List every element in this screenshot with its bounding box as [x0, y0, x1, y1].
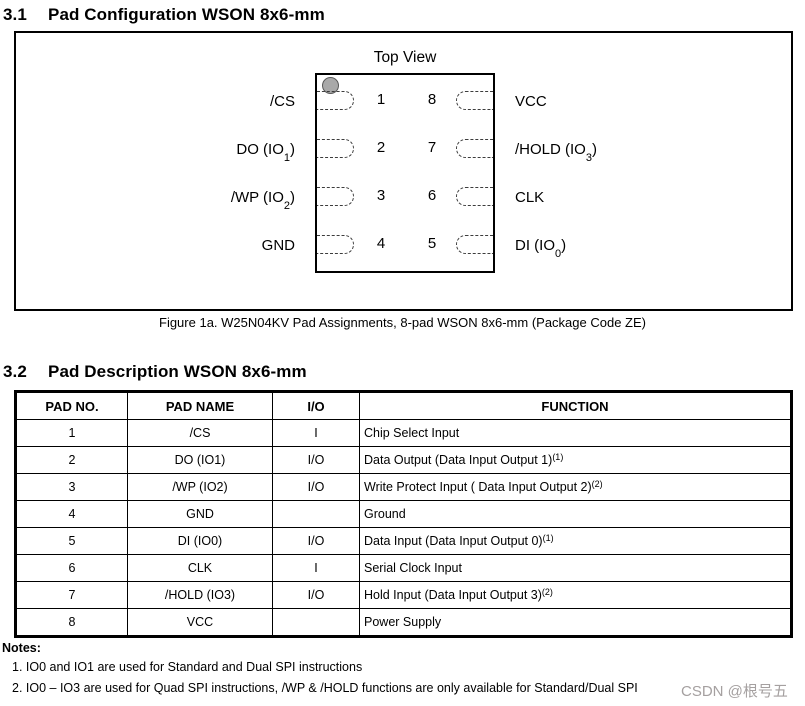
table-row: 1 /CS I Chip Select Input	[15, 419, 792, 447]
pin-number-3: 3	[376, 187, 386, 204]
pin-label-di: DI (IO0)	[515, 237, 567, 260]
cell-io	[272, 608, 360, 637]
table-row: 8 VCC Power Supply	[15, 608, 792, 637]
pin-number-5: 5	[427, 235, 437, 252]
cell-io: I/O	[272, 581, 360, 609]
cell-pad-name: /CS	[127, 419, 273, 447]
pad-outline-2	[317, 139, 354, 158]
section-title: Pad Configuration WSON 8x6-mm	[48, 5, 325, 24]
cell-pad-name: /WP (IO2)	[127, 473, 273, 501]
cell-pad-no: 5	[15, 527, 128, 555]
table-row: 5 DI (IO0) I/O Data Input (Data Input Ou…	[15, 527, 792, 555]
pad-outline-7	[456, 139, 493, 158]
pin-number-8: 8	[427, 91, 437, 108]
notes-title: Notes:	[2, 641, 41, 655]
cell-io: I/O	[272, 527, 360, 555]
pin-number-6: 6	[427, 187, 437, 204]
table-row: 6 CLK I Serial Clock Input	[15, 554, 792, 582]
cell-pad-no: 3	[15, 473, 128, 501]
note-item-1: 1. IO0 and IO1 are used for Standard and…	[12, 660, 363, 674]
cell-function: Power Supply	[359, 608, 792, 637]
cell-pad-no: 8	[15, 608, 128, 637]
cell-function: Ground	[359, 500, 792, 528]
section-number: 3.2	[3, 362, 27, 381]
cell-io: I/O	[272, 473, 360, 501]
section-title: Pad Description WSON 8x6-mm	[48, 362, 307, 381]
cell-pad-no: 7	[15, 581, 128, 609]
cell-function: Chip Select Input	[359, 419, 792, 447]
pad-outline-4	[317, 235, 354, 254]
pad-description-table: PAD NO. PAD NAME I/O FUNCTION 1 /CS I Ch…	[14, 390, 793, 638]
col-header-function: FUNCTION	[359, 391, 792, 420]
pin-label-clk: CLK	[515, 189, 545, 206]
cell-io: I	[272, 419, 360, 447]
section-number: 3.1	[3, 5, 27, 24]
cell-pad-name: DI (IO0)	[127, 527, 273, 555]
col-header-io: I/O	[272, 391, 360, 420]
cell-pad-name: CLK	[127, 554, 273, 582]
section-3-2-heading: 3.2 Pad Description WSON 8x6-mm	[3, 362, 307, 382]
pin1-indicator-dot	[322, 77, 339, 94]
table-row: 4 GND Ground	[15, 500, 792, 528]
table-row: 3 /WP (IO2) I/O Write Protect Input ( Da…	[15, 473, 792, 501]
cell-pad-name: VCC	[127, 608, 273, 637]
pin-label-wp: /WP (IO2)	[230, 189, 295, 212]
table-row: 7 /HOLD (IO3) I/O Hold Input (Data Input…	[15, 581, 792, 609]
cell-pad-name: DO (IO1)	[127, 446, 273, 474]
col-header-pad-name: PAD NAME	[127, 391, 273, 420]
col-header-pad-no: PAD NO.	[15, 391, 128, 420]
cell-pad-no: 6	[15, 554, 128, 582]
wson-package-outline: 1 2 3 4 8 7 6 5	[315, 73, 495, 273]
pin-label-gnd: GND	[261, 237, 295, 254]
cell-function: Hold Input (Data Input Output 3)(2)	[359, 581, 792, 609]
pin-label-do: DO (IO1)	[236, 141, 295, 164]
cell-io: I	[272, 554, 360, 582]
cell-function: Serial Clock Input	[359, 554, 792, 582]
pin-number-7: 7	[427, 139, 437, 156]
pad-outline-6	[456, 187, 493, 206]
pad-outline-3	[317, 187, 354, 206]
cell-pad-no: 1	[15, 419, 128, 447]
note-item-2: 2. IO0 – IO3 are used for Quad SPI instr…	[12, 681, 638, 695]
pin-number-4: 4	[376, 235, 386, 252]
cell-function: Data Output (Data Input Output 1)(1)	[359, 446, 792, 474]
pin-number-1: 1	[376, 91, 386, 108]
cell-pad-name: GND	[127, 500, 273, 528]
figure-title: Top View	[373, 49, 437, 66]
pad-configuration-figure: Top View /CS DO (IO1) /WP (IO2) GND VCC …	[14, 31, 793, 311]
cell-io	[272, 500, 360, 528]
cell-pad-no: 4	[15, 500, 128, 528]
pin-label-vcc: VCC	[515, 93, 547, 110]
pin-number-2: 2	[376, 139, 386, 156]
section-3-1-heading: 3.1 Pad Configuration WSON 8x6-mm	[3, 5, 325, 25]
cell-function: Data Input (Data Input Output 0)(1)	[359, 527, 792, 555]
pad-outline-8	[456, 91, 493, 110]
pin-label-cs: /CS	[269, 93, 295, 110]
pad-outline-5	[456, 235, 493, 254]
pad-outline-1	[317, 91, 354, 110]
table-header-row: PAD NO. PAD NAME I/O FUNCTION	[15, 391, 792, 420]
table-row: 2 DO (IO1) I/O Data Output (Data Input O…	[15, 446, 792, 474]
cell-pad-name: /HOLD (IO3)	[127, 581, 273, 609]
figure-caption: Figure 1a. W25N04KV Pad Assignments, 8-p…	[159, 315, 646, 330]
cell-io: I/O	[272, 446, 360, 474]
cell-pad-no: 2	[15, 446, 128, 474]
csdn-watermark: CSDN @根号五	[681, 683, 788, 700]
cell-function: Write Protect Input ( Data Input Output …	[359, 473, 792, 501]
pin-label-hold: /HOLD (IO3)	[515, 141, 597, 164]
